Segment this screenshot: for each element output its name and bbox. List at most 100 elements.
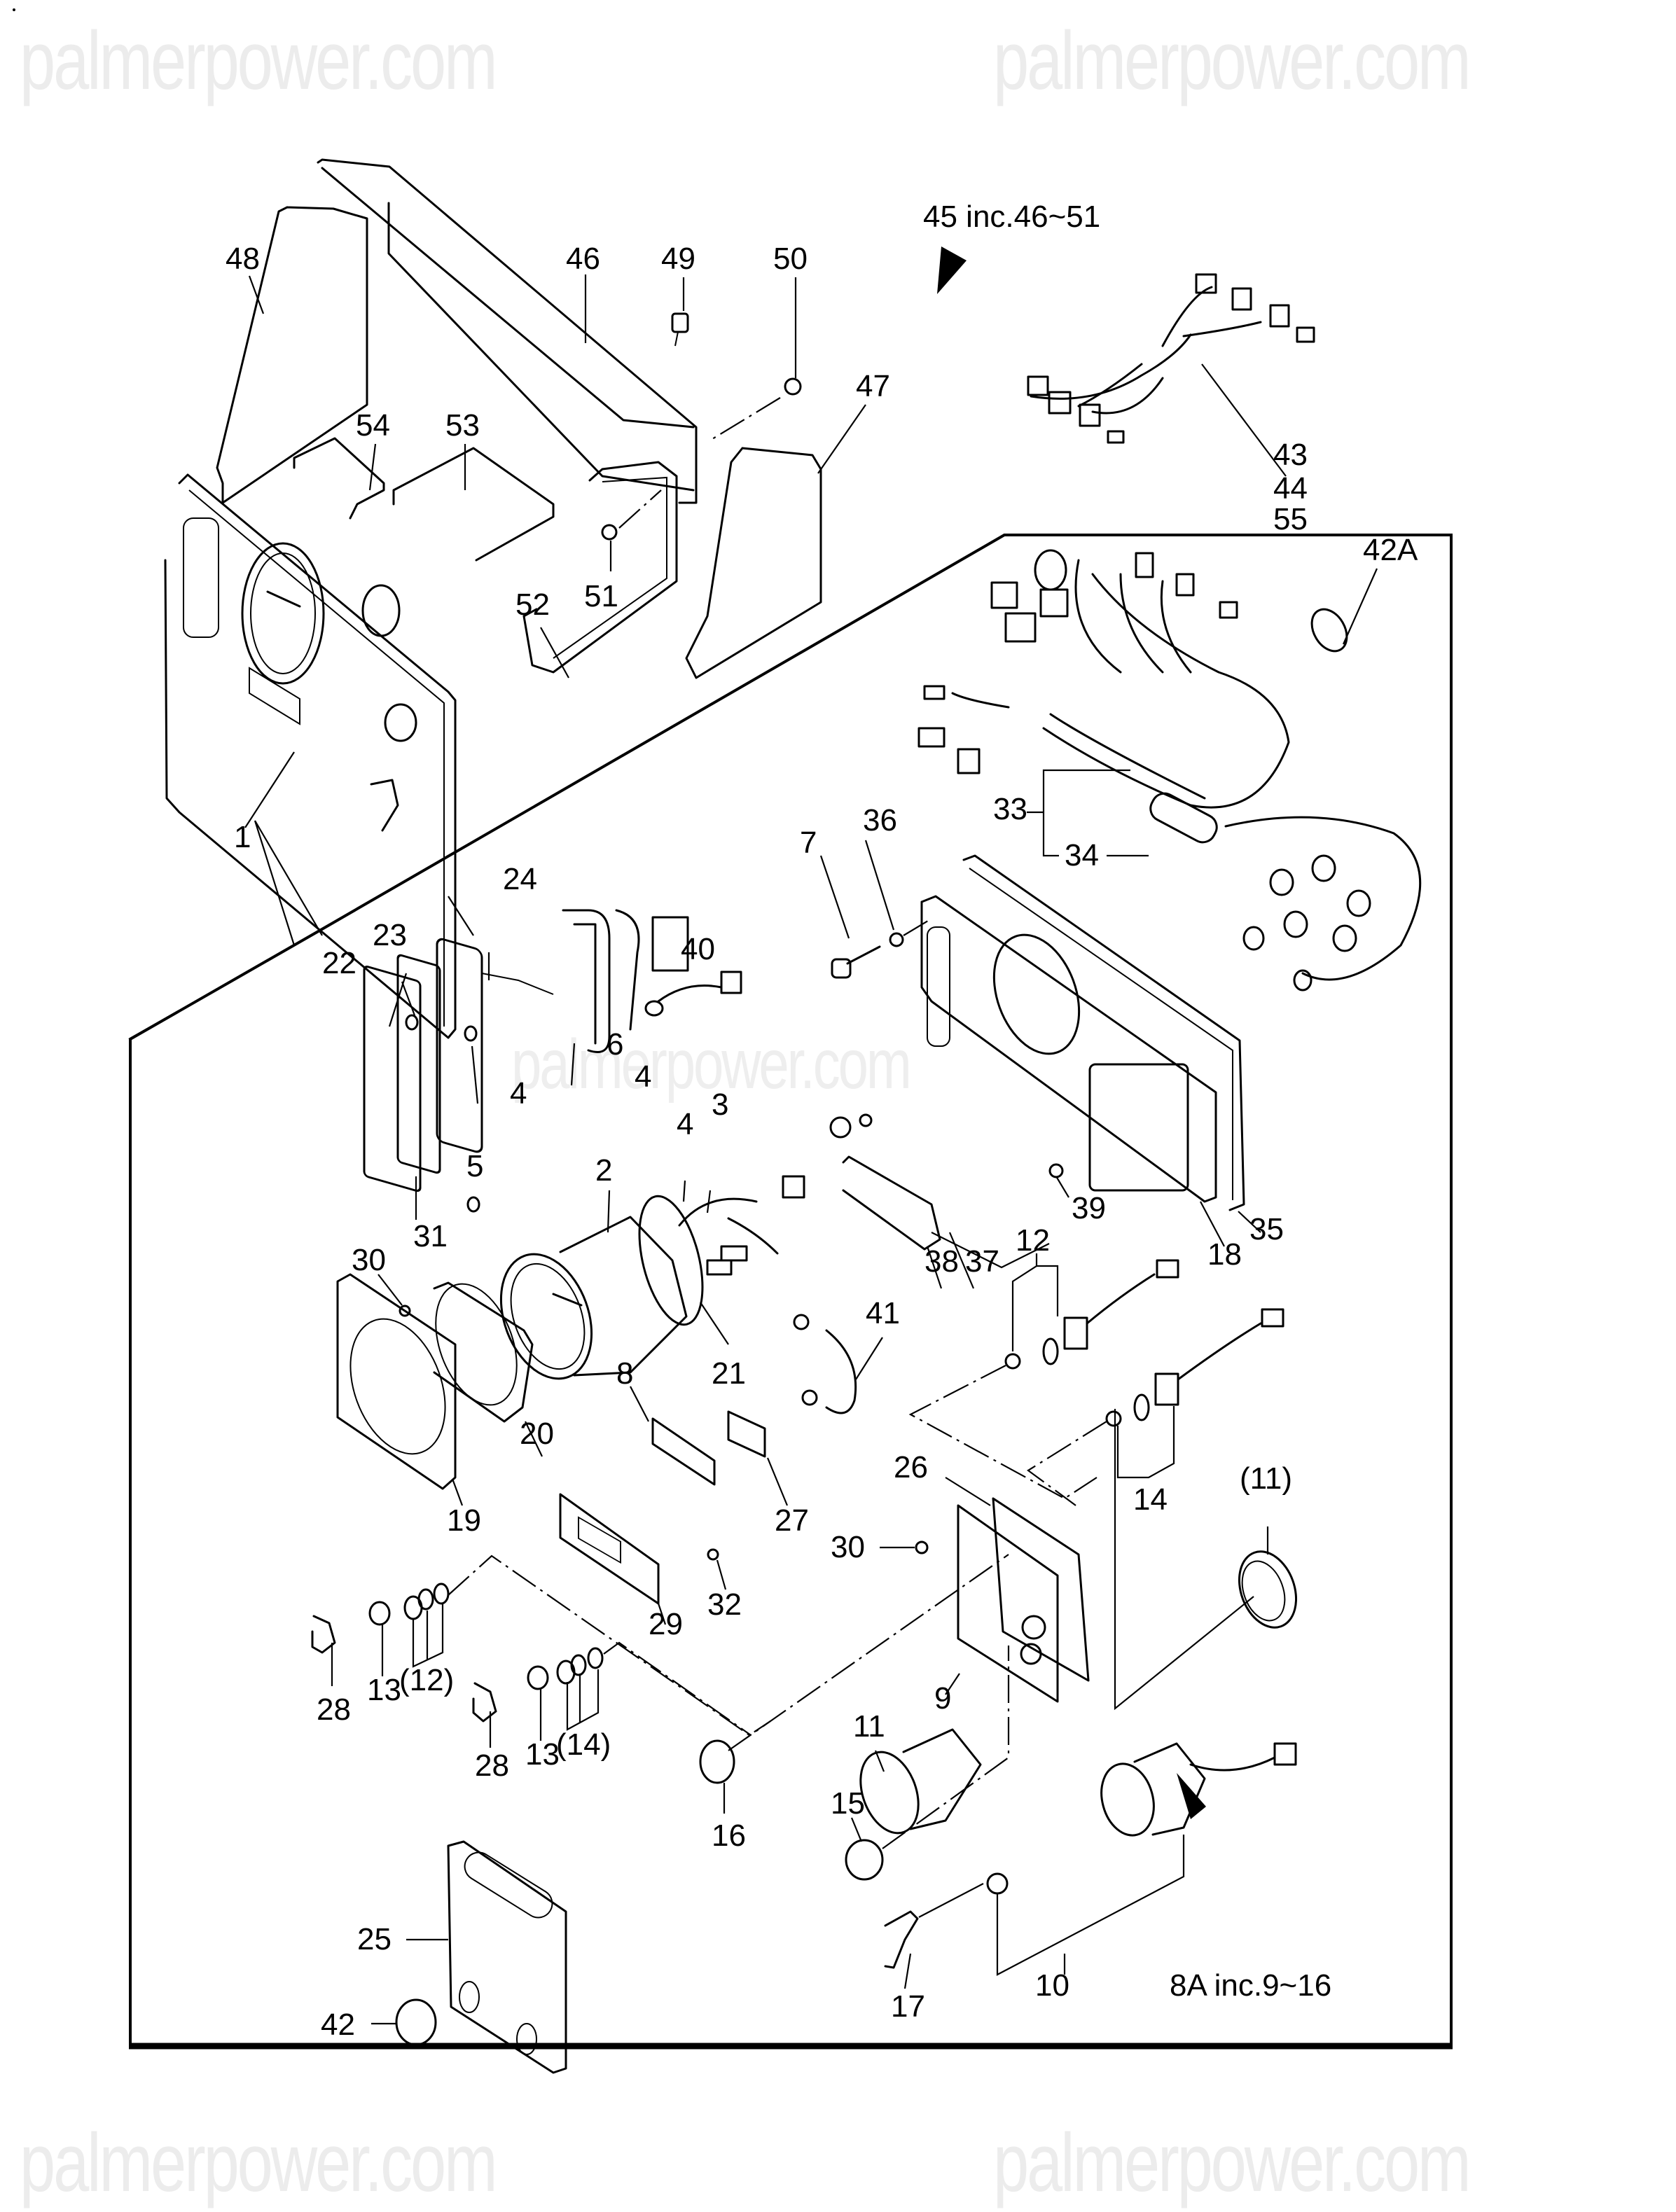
bolt-49 — [671, 312, 689, 347]
bracket-12 — [1011, 1253, 1038, 1351]
callout-14: 14 — [1133, 1482, 1168, 1517]
callout-11: 11 — [853, 1709, 885, 1744]
callout-28a: 28 — [317, 1692, 351, 1727]
callout-52: 52 — [515, 587, 550, 622]
note-45-text: 45 inc.46~51 — [923, 200, 1100, 234]
assembly-frame — [129, 534, 1453, 2050]
callout-20: 20 — [520, 1417, 554, 1451]
grommet-clip-41 — [793, 1314, 857, 1414]
lamp-socket-24 — [562, 909, 689, 1053]
leader-39 — [1055, 1176, 1069, 1198]
callout-4a: 4 — [510, 1076, 527, 1111]
buzzer-ring-11 — [1238, 1550, 1298, 1629]
leader-35 — [1238, 1211, 1261, 1233]
leader-2 — [607, 1190, 611, 1233]
callout-47: 47 — [856, 369, 890, 403]
callout-51: 51 — [584, 579, 618, 613]
bracket-12b — [1037, 1265, 1059, 1316]
dash-nuts-12 — [448, 1554, 771, 1737]
nuts-13-12 — [368, 1583, 450, 1626]
callout-6: 6 — [607, 1027, 623, 1062]
callout-46: 46 — [566, 242, 600, 276]
callout-14p: (14) — [556, 1727, 611, 1762]
leader-5 — [471, 1045, 479, 1104]
callout-41: 41 — [866, 1296, 900, 1330]
toggle-switch-14 — [1105, 1308, 1284, 1427]
toggle-switch-12 — [1004, 1259, 1179, 1370]
leader-41 — [855, 1337, 883, 1380]
callout-3: 3 — [712, 1087, 728, 1122]
leader-36 — [864, 840, 895, 931]
leader-47 — [817, 404, 866, 474]
leader-18 — [1200, 1201, 1225, 1247]
callout-13a: 13 — [367, 1673, 401, 1707]
main-harness-33 — [917, 549, 1422, 992]
callout-38: 38 — [924, 1244, 959, 1279]
gauge-ring-21 — [638, 1195, 704, 1326]
note-45-marker-icon — [937, 246, 967, 294]
front-cover-25 — [447, 1840, 567, 2074]
leader-3 — [706, 1190, 712, 1213]
callout-54: 54 — [356, 408, 390, 443]
leader-29 — [657, 1603, 667, 1625]
stay-small-54 — [293, 437, 385, 520]
cap-15 — [845, 1839, 884, 1881]
callout-8: 8 — [616, 1356, 633, 1391]
switch-knob-28b — [472, 1682, 497, 1723]
watermark-bottom-right: palmerpower.com — [993, 2117, 1471, 2209]
switch-knob-28a — [311, 1615, 336, 1654]
callout-42: 42 — [321, 2008, 355, 2042]
lens-cover-22 — [363, 966, 422, 1192]
bracket-14 — [1116, 1406, 1175, 1479]
top-cover-46 — [317, 158, 698, 504]
leader-17 — [903, 1953, 912, 1989]
leader-11 — [874, 1750, 885, 1772]
rear-gasket-35 — [962, 854, 1245, 1211]
watermark-bottom-left: palmerpower.com — [20, 2117, 498, 2209]
leader-22 — [388, 973, 408, 1027]
harness-set-43 — [1027, 273, 1315, 444]
dash-toggle-14 — [1027, 1421, 1107, 1506]
note-8a-marker-icon — [1177, 1773, 1206, 1819]
indicator-gasket-27 — [727, 1410, 766, 1458]
callout-19: 19 — [447, 1503, 481, 1538]
key-switch-10 — [986, 1742, 1297, 1895]
leader-52 — [540, 627, 569, 679]
leader-7 — [819, 855, 850, 939]
callout-37: 37 — [965, 1244, 999, 1279]
dash-line-50 — [708, 397, 781, 442]
leader-54 — [368, 443, 377, 491]
leader-9 — [945, 1673, 960, 1695]
plug-42 — [395, 1998, 437, 2046]
dash-line-36 — [903, 918, 932, 936]
bolt-50 — [784, 377, 802, 396]
callout-17: 17 — [891, 1989, 925, 2024]
dash-line-51 — [618, 489, 662, 529]
callout-10: 10 — [1035, 1968, 1069, 2003]
dash-lamp-16 — [728, 1554, 1009, 1751]
side-cover-47 — [685, 447, 822, 679]
leader-15 — [850, 1817, 863, 1842]
leader-8 — [630, 1386, 649, 1422]
screw-30a — [399, 1305, 411, 1317]
callout-1: 1 — [234, 820, 251, 854]
callout-33: 33 — [993, 792, 1027, 826]
bracket-screw-39 — [1048, 1163, 1064, 1178]
frame-bracket-52 — [522, 461, 678, 674]
callout-27: 27 — [775, 1503, 809, 1538]
callout-48: 48 — [226, 242, 260, 276]
leader-42a — [1342, 568, 1378, 645]
callout-44: 44 — [1273, 471, 1308, 506]
leader-1 — [244, 751, 295, 828]
nuts-13-14 — [527, 1647, 604, 1690]
bulb-socket-40 — [644, 971, 742, 1017]
callout-55: 55 — [1273, 502, 1308, 536]
callout-42a: 42A — [1363, 533, 1418, 567]
callout-43: 43 — [1273, 438, 1308, 472]
leader-4c — [682, 1180, 686, 1202]
callout-26: 26 — [894, 1450, 928, 1484]
leader-48 — [248, 275, 265, 314]
dash-nuts-14 — [603, 1641, 752, 1736]
callout-28b: 28 — [475, 1748, 509, 1783]
watermark-center: palmerpower.com — [511, 1025, 912, 1104]
